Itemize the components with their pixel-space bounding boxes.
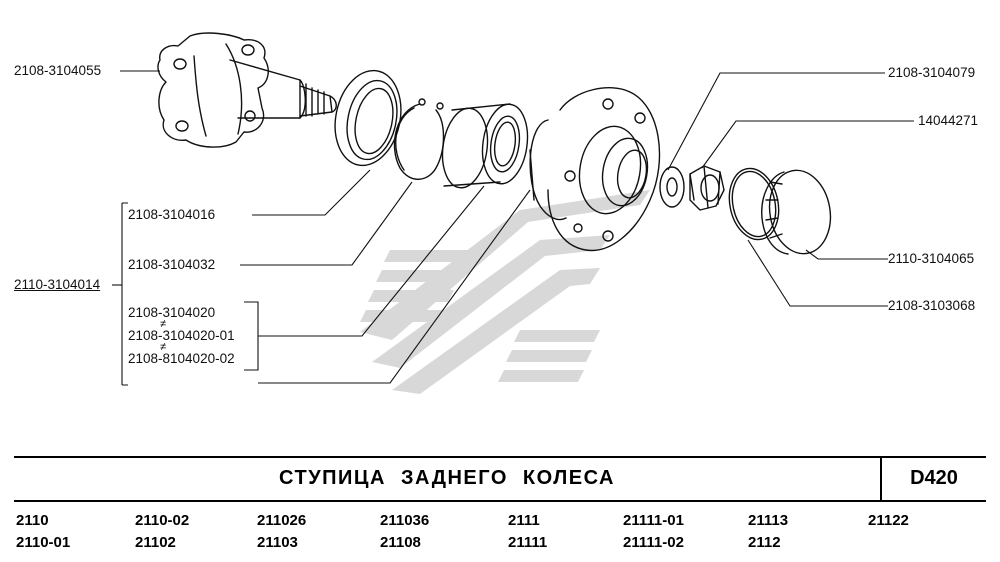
page-code: D420 [910,467,958,489]
model-item: 21122 [868,512,909,529]
model-item: 21108 [380,534,421,551]
model-item: 2110 [16,512,49,529]
not-equal-sign-2: ≠ [160,341,167,353]
bearing-part [441,103,529,189]
label-assembly: 2110-3104014 [14,277,101,292]
label-bearing-1: 2108-3104020 [128,305,216,320]
axle-flange-part [157,32,337,148]
model-item: 211036 [380,512,430,529]
model-item: 211026 [257,512,307,529]
retaining-ring-part [393,98,445,180]
model-item: 21111-01 [623,512,684,529]
label-bearing-3: 2108-8104020-02 [128,351,235,366]
model-item: 2112 [748,534,781,551]
label-axle: 2108-3104055 [14,63,102,78]
model-item: 21102 [135,534,176,551]
exploded-view-drawing [112,32,914,394]
label-washer: 2108-3104079 [888,65,976,80]
title-divider [880,458,882,500]
model-item: 21111 [508,534,548,551]
hub-cap-part [761,169,832,255]
label-oring: 2108-3103068 [888,298,976,313]
watermark-logo [360,190,650,394]
model-item: 21111-02 [623,534,684,551]
page-title: СТУПИЦА ЗАДНЕГО КОЛЕСА [279,467,615,489]
model-item: 21103 [257,534,298,551]
nut-part [689,165,725,211]
not-equal-sign-1: ≠ [160,318,167,330]
label-bearing-2: 2108-3104020-01 [128,328,235,343]
model-item: 21113 [748,512,789,529]
model-item: 2110-02 [135,512,190,529]
label-cap: 2110-3104065 [888,251,975,266]
label-nut: 14044271 [918,113,979,128]
model-item: 2111 [508,512,540,529]
label-seal: 2108-3104016 [128,207,216,222]
washer-part [659,166,685,208]
label-ring: 2108-3104032 [128,257,216,272]
title-bar: СТУПИЦА ЗАДНЕГО КОЛЕСА D420 [14,456,986,502]
model-item: 2110-01 [16,534,71,551]
hub-part [529,86,661,252]
